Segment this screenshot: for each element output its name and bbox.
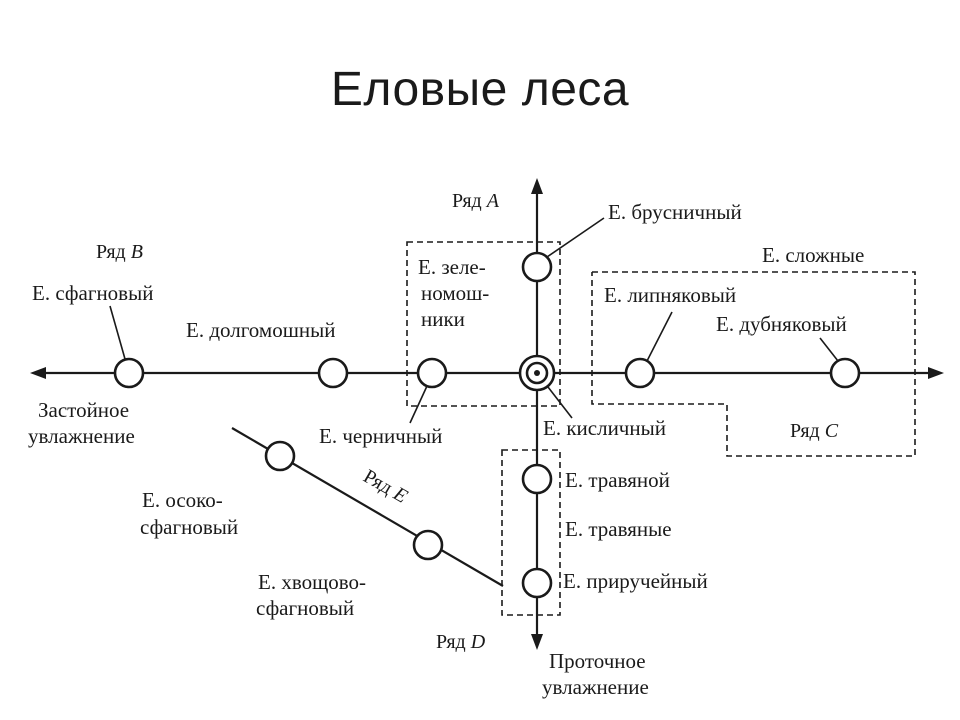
label-zelenomoshniki-1: Е. зеле- [418, 255, 486, 279]
leader-sfagnovy [109, 305, 126, 360]
node-travyanoy [521, 463, 553, 495]
node-osoko-sfagnovy [264, 440, 296, 472]
label-zelenomoshniki-3: ники [421, 307, 465, 331]
label-dubnyakovy: Е. дубняковый [716, 312, 847, 336]
label-sfagnovy: Е. сфагновый [32, 281, 153, 305]
label-chernichny: Е. черничный [319, 424, 442, 448]
leader-dubnyakovy [819, 337, 839, 362]
node-dubnyakovy [829, 357, 861, 389]
axis-arrow-left [30, 367, 46, 379]
label-khvoshchovo-2: сфагновый [256, 596, 354, 620]
label-osoko-2: сфагновый [140, 515, 238, 539]
label-khvoshchovo-1: Е. хвощово- [258, 570, 366, 594]
stagnant-moisture-line2: увлажнение [28, 424, 135, 448]
leader-kislichny [547, 386, 573, 419]
flowing-moisture-line1: Проточное [549, 649, 646, 673]
label-travyanye: Е. травяные [565, 517, 672, 541]
flowing-moisture-line2: увлажнение [542, 675, 649, 699]
label-brusnichny: Е. брусничный [608, 200, 742, 224]
axis-arrow-bottom [531, 634, 543, 650]
group-slozhnye [591, 271, 916, 457]
label-lipnyakovy: Е. липняковый [604, 283, 736, 307]
axis-arrow-top [531, 178, 543, 194]
series-d-label: Ряд D [436, 631, 486, 653]
node-brusnichny [521, 251, 553, 283]
slide-title: Еловые леса [330, 63, 630, 116]
group-travyanye [501, 449, 561, 616]
label-kislichny: Е. кисличный [543, 416, 666, 440]
leader-brusnichny [546, 217, 605, 258]
axis-arrow-right [928, 367, 944, 379]
label-dolgomoshny: Е. долгомошный [186, 318, 335, 342]
node-priruchejny [521, 567, 553, 599]
label-travyanoy: Е. травяной [565, 468, 670, 492]
group-zelenomoshniki [406, 241, 561, 407]
series-a-label: Ряд A [452, 190, 500, 212]
node-dolgomoshny [317, 357, 349, 389]
label-priruchejny: Е. приручейный [563, 569, 708, 593]
node-chernichny [416, 357, 448, 389]
label-osoko-1: Е. осоко- [142, 488, 223, 512]
series-e-label: Ряд E [360, 465, 412, 508]
label-slozhnye: Е. сложные [762, 243, 864, 267]
node-kislichny-center [534, 370, 540, 376]
leader-lipnyakovy [646, 311, 673, 362]
node-sfagnovy [113, 357, 145, 389]
label-zelenomoshniki-2: номош- [421, 281, 489, 305]
node-khvoshchovo-sfagnovy [412, 529, 444, 561]
node-lipnyakovy [624, 357, 656, 389]
stagnant-moisture-line1: Застойное [38, 398, 129, 422]
series-b-label: Ряд B [96, 241, 143, 263]
series-c-label: Ряд C [790, 420, 839, 442]
leader-chernichny [409, 385, 428, 424]
